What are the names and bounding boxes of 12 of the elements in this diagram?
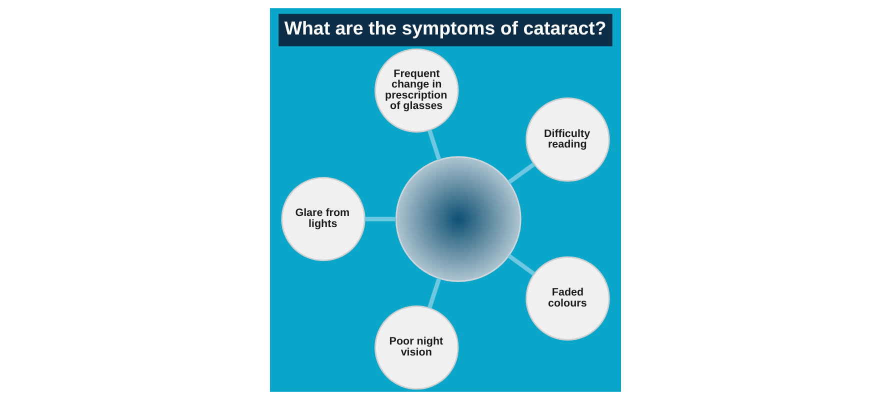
connector bbox=[426, 129, 441, 160]
node-circle: Difficulty reading bbox=[525, 98, 610, 182]
connector bbox=[507, 162, 535, 184]
connector bbox=[364, 216, 396, 222]
connector bbox=[507, 254, 535, 276]
node-circle: Poor night vision bbox=[374, 306, 458, 390]
node-circle: Glare from lights bbox=[280, 176, 365, 262]
node-circle: Faded colours bbox=[525, 256, 610, 341]
node-picture bbox=[394, 156, 521, 282]
diagram-title: What are the symptoms of cataract? bbox=[284, 17, 606, 38]
node-circle: Frequent change in prescription of glasses bbox=[374, 48, 458, 133]
connector bbox=[426, 278, 441, 309]
